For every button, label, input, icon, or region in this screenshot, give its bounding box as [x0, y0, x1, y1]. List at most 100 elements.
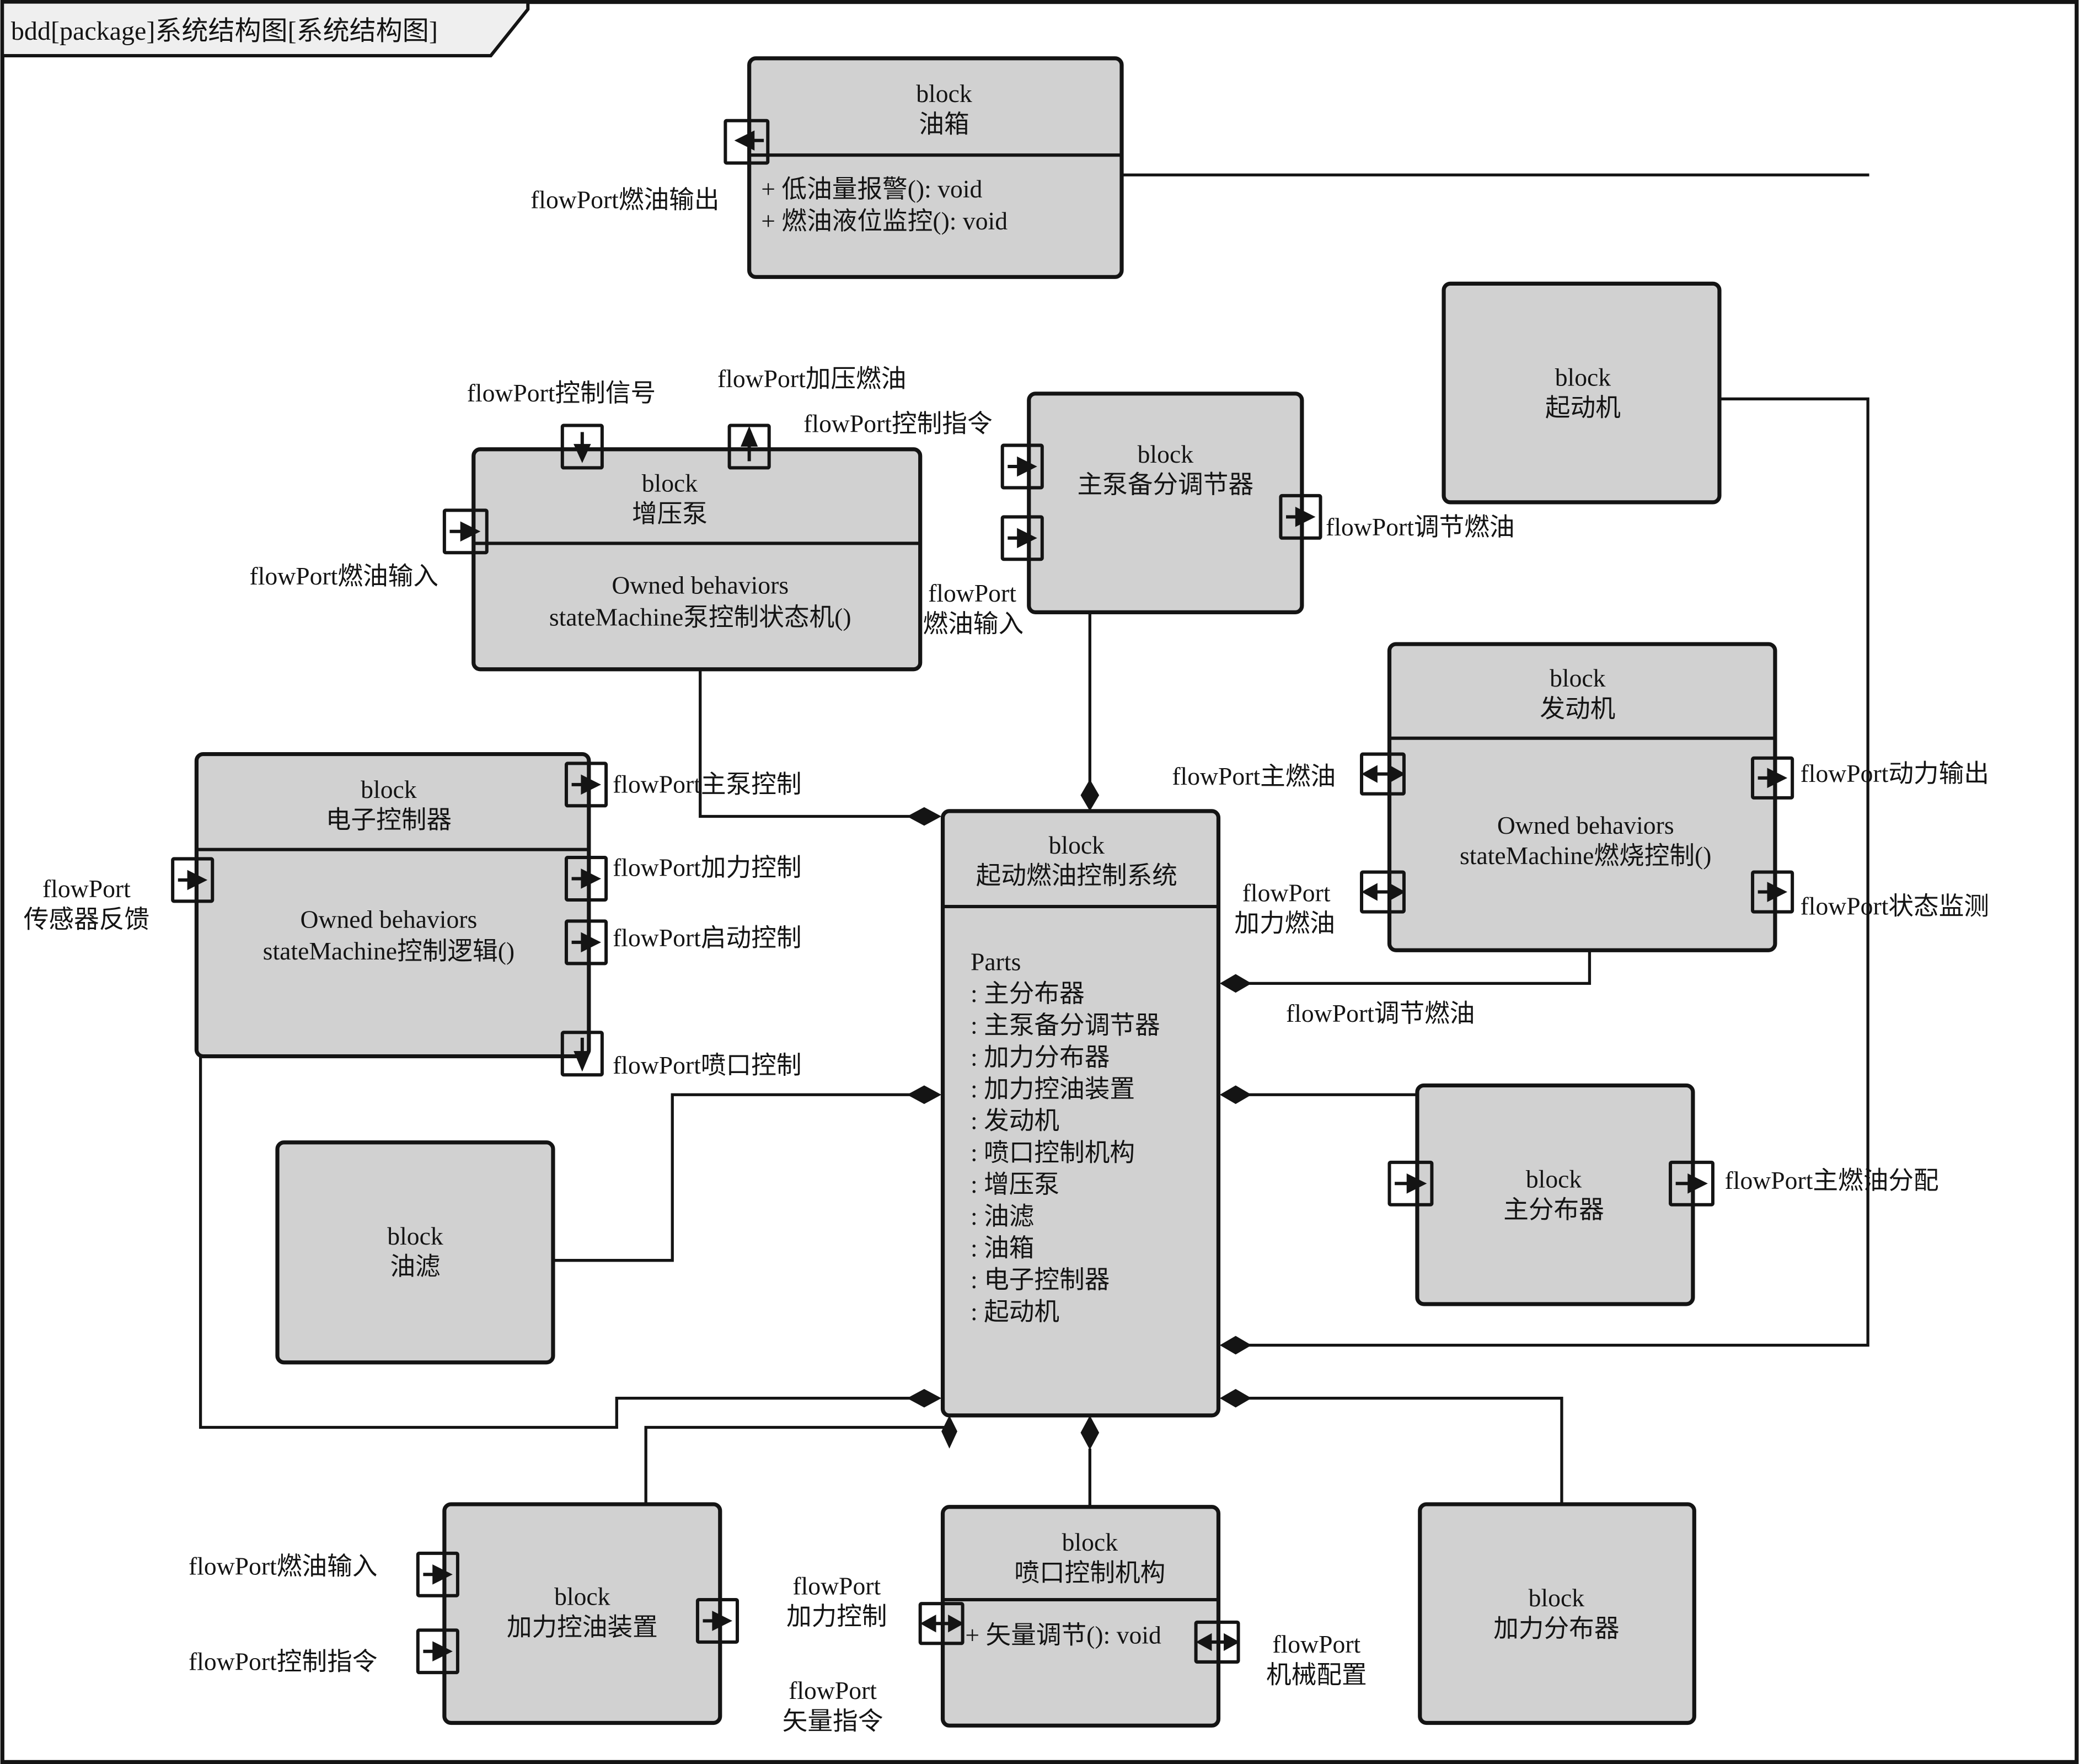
port-label: 矢量指令 — [783, 1707, 883, 1735]
flow-port[interactable] — [1360, 752, 1406, 796]
flow-port[interactable] — [564, 919, 608, 966]
flow-port[interactable] — [1669, 1160, 1714, 1207]
flow-port[interactable] — [918, 1602, 965, 1645]
flow-port[interactable] — [727, 423, 771, 470]
port-label: 燃油输入 — [923, 609, 1024, 637]
flow-port[interactable] — [171, 857, 215, 903]
port-label: flowPort主泵控制 — [613, 770, 801, 798]
block-stereotype: block — [387, 1222, 443, 1250]
port-label: flowPort控制指令 — [803, 410, 992, 438]
flow-port[interactable] — [1000, 515, 1044, 561]
part-item: : 电子控制器 — [971, 1266, 1110, 1294]
port-label: flowPort燃油输出 — [531, 185, 719, 213]
flow-port[interactable] — [1751, 756, 1794, 800]
flow-port[interactable] — [724, 119, 770, 165]
block-stereotype: block — [916, 79, 972, 108]
port-label: 加力控制 — [786, 1602, 887, 1631]
behavior: stateMachine泵控制状态机() — [549, 603, 851, 631]
block-engine[interactable]: block 发动机 Owned behaviors stateMachine燃烧… — [1172, 642, 1989, 952]
connector-label: flowPort调节燃油 — [1286, 999, 1475, 1027]
block-nozzle[interactable]: block 喷口控制机构 + 矢量调节(): void flowPort 机械配… — [918, 1505, 1367, 1728]
connector-ecu[interactable] — [199, 1056, 929, 1429]
flow-port[interactable] — [1194, 1620, 1240, 1664]
port-label: flowPort加压燃油 — [717, 364, 906, 393]
arrow-bidirectional-icon — [1196, 1633, 1212, 1651]
port-label: flowPort动力输出 — [1801, 759, 1989, 787]
block-stereotype: block — [361, 775, 417, 803]
connector-boost-pump[interactable] — [699, 669, 929, 818]
flow-port[interactable] — [1387, 1160, 1434, 1207]
arrow-right-icon — [581, 774, 602, 795]
arrow-right-icon — [460, 521, 481, 542]
arrow-right-icon — [1295, 507, 1316, 527]
arrow-right-icon — [1767, 882, 1788, 902]
flow-port[interactable] — [1360, 870, 1406, 914]
connector-ab-fuel-unit[interactable] — [644, 1425, 950, 1504]
arrow-right-icon — [432, 1641, 453, 1662]
block-ab-distributor[interactable]: block 加力分布器 — [1418, 1502, 1696, 1725]
flow-port[interactable] — [416, 1551, 459, 1597]
flow-port[interactable] — [1000, 443, 1044, 490]
block-stereotype: block — [1550, 664, 1606, 692]
block-starter[interactable]: block 起动机 — [1442, 281, 1722, 505]
arrow-right-icon — [1767, 768, 1788, 789]
arrow-right-icon — [581, 932, 602, 953]
block-name: 喷口控制机构 — [1014, 1558, 1165, 1586]
arrow-bidirectional-icon — [1361, 765, 1378, 783]
block-name: 起动燃油控制系统 — [976, 861, 1177, 889]
block-system[interactable]: block 起动燃油控制系统 Parts : 主分布器 : 主泵备分调节器 : … — [940, 809, 1221, 1418]
arrow-right-icon — [187, 870, 208, 891]
port-label: 加力燃油 — [1234, 909, 1335, 937]
arrow-right-icon — [712, 1611, 732, 1631]
flow-port[interactable] — [442, 508, 489, 555]
arrow-right-icon — [1017, 528, 1037, 549]
block-boost-pump[interactable]: block 增压泵 Owned behaviors stateMachine泵控… — [250, 364, 923, 672]
section-title: Owned behaviors — [301, 905, 478, 933]
flow-port[interactable] — [560, 423, 604, 470]
section-title: Owned behaviors — [612, 571, 789, 599]
block-stereotype: block — [1526, 1165, 1582, 1193]
arrow-right-icon — [1389, 883, 1406, 901]
flow-port[interactable] — [416, 1628, 459, 1675]
block-name: 增压泵 — [632, 500, 708, 528]
block-oil-filter[interactable]: block 油滤 — [275, 1140, 555, 1365]
operation: + 低油量报警(): void — [761, 175, 982, 203]
part-item: : 增压泵 — [971, 1170, 1059, 1198]
port-label: flowPort — [789, 1676, 877, 1704]
arrow-up-icon — [741, 426, 758, 447]
flow-port[interactable] — [560, 1031, 604, 1077]
arrow-bidirectional-icon — [1361, 883, 1378, 901]
arrow-down-icon — [574, 1050, 591, 1072]
block-stereotype: block — [554, 1583, 610, 1611]
arrow-right-icon — [432, 1564, 453, 1585]
part-item: : 起动机 — [971, 1297, 1059, 1326]
part-item: : 发动机 — [971, 1107, 1059, 1135]
connectors — [199, 173, 1869, 1507]
behavior: stateMachine控制逻辑() — [263, 937, 515, 965]
flow-port[interactable] — [564, 856, 608, 902]
port-label: flowPort控制指令 — [189, 1647, 377, 1675]
port-label: flowPort燃油输入 — [250, 562, 438, 590]
port-label: flowPort加力控制 — [613, 854, 801, 882]
block-ab-fuel-unit[interactable]: block 加力控油装置 flowPort燃油输入 flowPort控制指令 f… — [189, 1502, 887, 1735]
block-fuel-tank[interactable]: block 油箱 + 低油量报警(): void + 燃油液位监控(): voi… — [531, 56, 1124, 279]
block-name: 电子控制器 — [326, 806, 452, 834]
connector-oil-filter[interactable] — [553, 1093, 929, 1262]
block-main-pump-regulator[interactable]: block 主泵备分调节器 flowPort控制指令 flowPort 燃油输入… — [803, 392, 1515, 638]
port-label: 机械配置 — [1266, 1660, 1367, 1688]
flow-port[interactable] — [1751, 870, 1794, 914]
port-label: flowPort — [1242, 878, 1331, 907]
flow-port[interactable] — [564, 762, 608, 808]
port-label: flowPort喷口控制 — [613, 1051, 801, 1079]
connector-engine[interactable] — [1233, 950, 1592, 985]
part-item: : 加力控油装置 — [971, 1075, 1135, 1103]
block-ecu[interactable]: block 电子控制器 Owned behaviors stateMachine… — [24, 752, 802, 1079]
connector-starter[interactable] — [1233, 397, 1869, 1347]
part-item: : 喷口控制机构 — [971, 1138, 1135, 1166]
block-name: 主泵备分调节器 — [1078, 470, 1254, 498]
connector-ab-distributor[interactable] — [1233, 1397, 1563, 1504]
flow-port[interactable] — [695, 1597, 740, 1644]
flow-port[interactable] — [1279, 494, 1322, 540]
block-main-distributor[interactable]: block 主分布器 flowPort主燃油分配 — [1387, 1083, 1939, 1306]
block-name: 发动机 — [1540, 694, 1615, 722]
